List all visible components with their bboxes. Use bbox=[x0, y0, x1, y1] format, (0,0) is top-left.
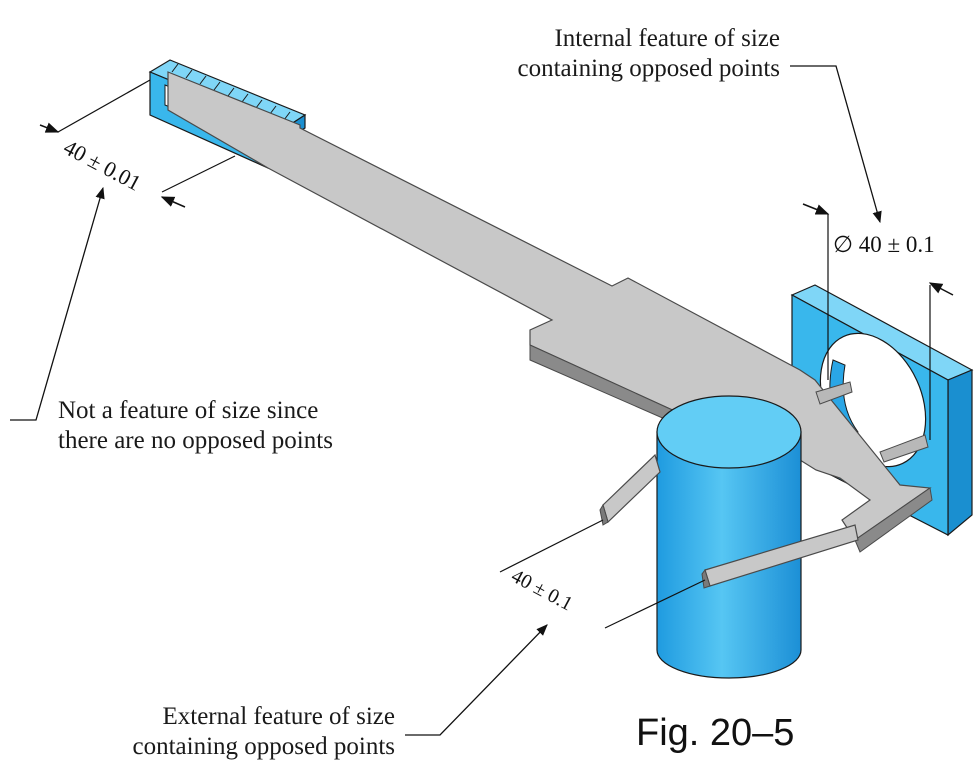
jaw-gap-dimension-label: 40 ± 0.1 bbox=[508, 565, 577, 615]
external-callout-line1: External feature of size bbox=[162, 703, 395, 730]
hole-dimension-label: ∅ 40 ± 0.1 bbox=[833, 232, 935, 257]
not-feature-callout: Not a feature of size since there are no… bbox=[58, 396, 333, 456]
not-feature-callout-line2: there are no opposed points bbox=[58, 427, 333, 454]
slot-dimension-label: 40 ± 0.01 bbox=[60, 134, 146, 195]
hole-dimension: ∅ 40 ± 0.1 bbox=[802, 203, 954, 440]
internal-callout-line1: Internal feature of size bbox=[554, 25, 780, 52]
figure-caption: Fig. 20–5 bbox=[636, 712, 795, 754]
external-feature-callout: External feature of size containing oppo… bbox=[95, 702, 395, 762]
not-feature-leader bbox=[10, 186, 105, 421]
external-leader bbox=[405, 624, 548, 736]
block-hatching bbox=[171, 63, 291, 121]
internal-leader bbox=[790, 65, 882, 224]
internal-callout-line2: containing opposed points bbox=[517, 55, 780, 82]
leader-lines bbox=[10, 65, 882, 736]
internal-feature-callout: Internal feature of size containing oppo… bbox=[470, 24, 780, 84]
caliper-lower-jaws bbox=[599, 453, 859, 589]
external-callout-line2: containing opposed points bbox=[132, 733, 395, 760]
cylinder-part bbox=[656, 395, 802, 679]
not-feature-callout-line1: Not a feature of size since bbox=[58, 397, 319, 424]
